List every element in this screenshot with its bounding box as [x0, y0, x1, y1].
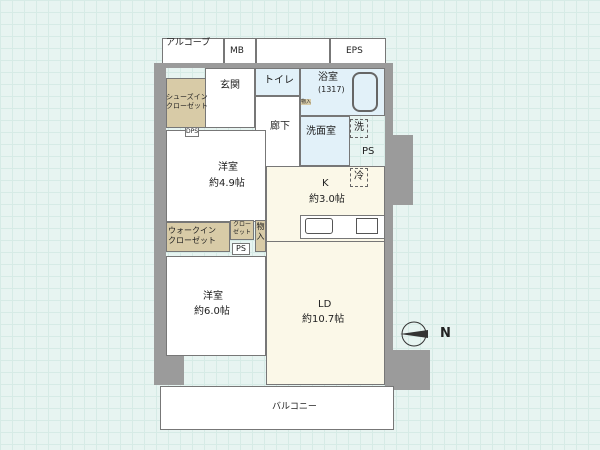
room2-label: 洋室: [203, 291, 223, 302]
toilet: [255, 68, 300, 96]
dps-label: DPS: [185, 127, 200, 137]
western-room-1: [166, 130, 266, 222]
bath-size-label: (1317): [318, 85, 345, 94]
storage-small-label: 物入: [301, 99, 312, 106]
closet: [230, 220, 254, 240]
ld-size: 約10.7帖: [302, 314, 345, 325]
stove: [356, 218, 378, 234]
alcove-label: アルコーブ: [166, 38, 211, 48]
room1-label: 洋室: [218, 162, 238, 173]
right-column-bottom: [385, 350, 430, 390]
kitchen-size: 約3.0帖: [309, 194, 345, 205]
entrance: [205, 68, 255, 128]
storage: [255, 220, 266, 252]
fridge-label: 冷: [350, 168, 368, 187]
washroom: [300, 116, 350, 166]
closet-label: クロー ゼット: [232, 221, 251, 236]
room2-size: 約6.0帖: [194, 306, 230, 317]
toilet-label: トイレ: [264, 75, 294, 86]
right-column: [385, 135, 413, 205]
wic-label: ウォークイン クローゼット: [168, 226, 216, 245]
ps-label-1: PS: [362, 146, 375, 157]
room1-size: 約4.9帖: [209, 178, 245, 189]
walk-in-closet: [166, 222, 230, 252]
kitchen-label: K: [322, 178, 329, 189]
kitchen-counter: [300, 215, 385, 239]
top-wall: [154, 63, 392, 68]
washer-label: 洗: [350, 119, 368, 138]
ld-label: LD: [318, 299, 332, 310]
north-label: N: [440, 326, 451, 341]
ps-label-2: PS: [232, 243, 250, 255]
living-dining: [266, 242, 385, 385]
compass-icon: [398, 320, 430, 348]
left-wall: [154, 65, 166, 370]
mb-label: MB: [230, 46, 244, 56]
storage-label: 物入: [256, 222, 265, 241]
entrance-label: 玄関: [220, 80, 240, 91]
washroom-label: 洗面室: [306, 126, 336, 137]
bathtub: [352, 72, 378, 112]
bath-label: 浴室: [318, 72, 338, 83]
shoe-closet-label: シューズイン クローゼット: [166, 93, 208, 110]
shoe-closet: [166, 78, 206, 128]
western-room-2: [166, 256, 266, 356]
right-wall: [385, 63, 393, 385]
sink: [305, 218, 333, 234]
eps-label: EPS: [346, 46, 363, 56]
balcony-label: バルコニー: [272, 402, 317, 412]
hall-label: 廊下: [270, 121, 290, 132]
balcony: [160, 386, 394, 430]
